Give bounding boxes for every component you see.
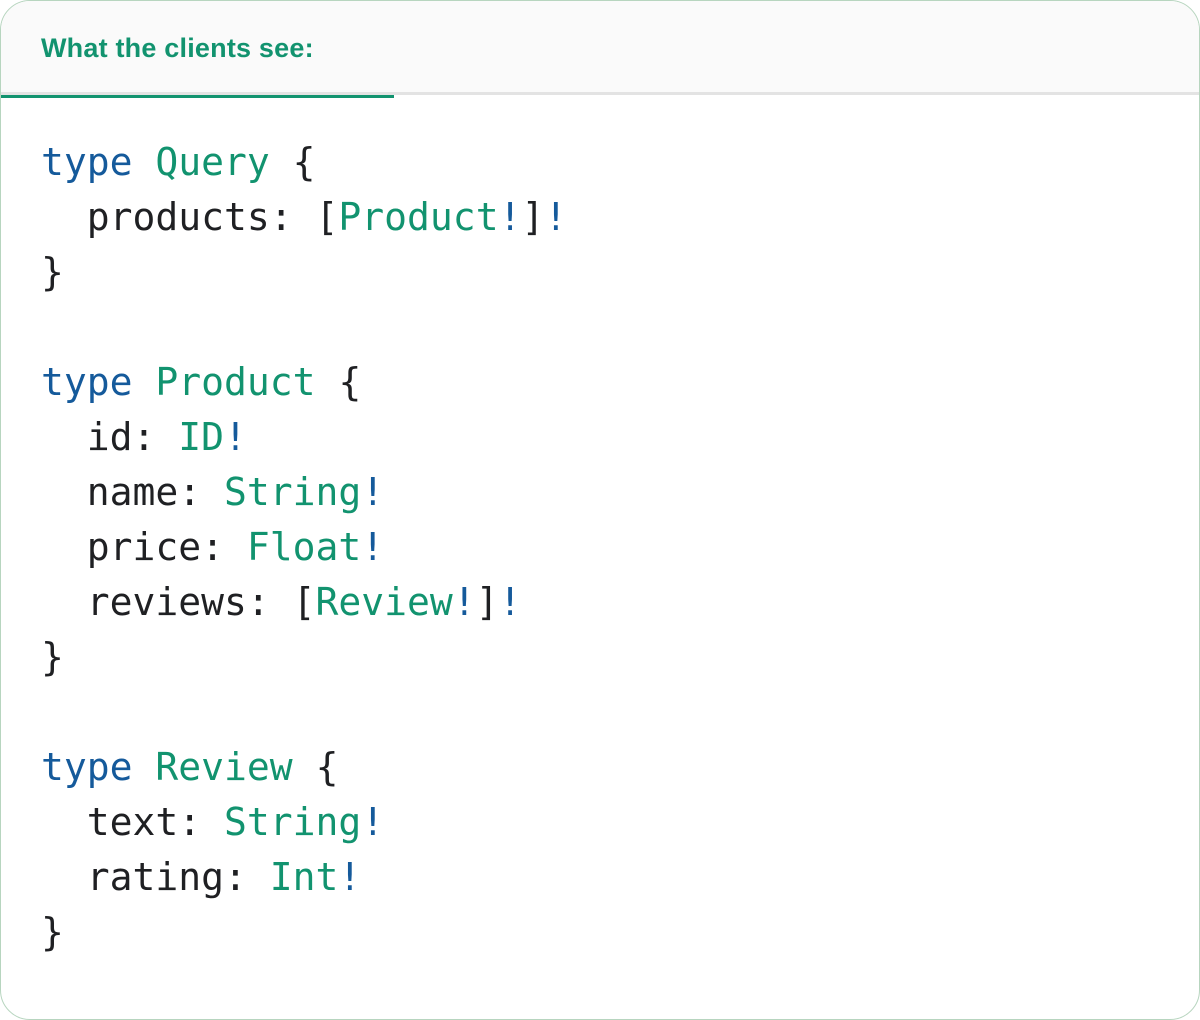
code-line: products: [Product!]! xyxy=(41,190,1169,245)
code-token: Query xyxy=(155,140,270,184)
code-token xyxy=(133,745,156,789)
tab-bar: What the clients see: xyxy=(1,1,1199,98)
code-token: ! xyxy=(224,415,247,459)
code-line: type Product { xyxy=(41,355,1169,410)
code-token: text: xyxy=(41,800,225,844)
code-line: name: String! xyxy=(41,465,1169,520)
code-line xyxy=(41,300,1169,355)
code-token: ! xyxy=(361,470,385,514)
code-line: } xyxy=(41,630,1169,685)
code-token: ] xyxy=(475,580,499,624)
code-token: rating: xyxy=(41,855,270,899)
tab-label: What the clients see: xyxy=(41,32,314,63)
code-token: reviews: [ xyxy=(41,580,316,624)
code-line: price: Float! xyxy=(41,520,1169,575)
code-token: name: xyxy=(41,470,225,514)
code-token: String xyxy=(224,800,362,844)
code-token: Product xyxy=(155,360,316,404)
code-token xyxy=(133,360,156,404)
code-token: products: [ xyxy=(41,195,339,239)
code-token: ] xyxy=(521,195,545,239)
code-token: { xyxy=(315,360,362,404)
code-token: ID xyxy=(178,415,225,459)
code-line: } xyxy=(41,245,1169,300)
code-token: ! xyxy=(498,195,522,239)
code-token: ! xyxy=(338,855,362,899)
code-line: id: ID! xyxy=(41,410,1169,465)
code-token: price: xyxy=(41,525,247,569)
code-token: Product xyxy=(338,195,499,239)
code-token xyxy=(133,140,156,184)
tab-what-clients-see[interactable]: What the clients see: xyxy=(1,1,394,98)
code-token: type xyxy=(41,360,133,404)
code-token: } xyxy=(41,910,64,954)
code-token: Review xyxy=(155,745,293,789)
code-token: { xyxy=(269,140,316,184)
code-token: ! xyxy=(452,580,476,624)
code-token: } xyxy=(41,250,64,294)
code-token: Review xyxy=(315,580,453,624)
code-block: type Query { products: [Product!]!} type… xyxy=(1,95,1199,960)
code-line: text: String! xyxy=(41,795,1169,850)
code-token: ! xyxy=(498,580,522,624)
code-token: } xyxy=(41,635,64,679)
code-token: type xyxy=(41,140,133,184)
code-token: id: xyxy=(41,415,179,459)
code-token: Int xyxy=(269,855,339,899)
code-token: ! xyxy=(544,195,568,239)
code-line: type Review { xyxy=(41,740,1169,795)
code-line: } xyxy=(41,905,1169,960)
code-line xyxy=(41,685,1169,740)
code-token: Float xyxy=(246,525,362,569)
code-line: type Query { xyxy=(41,135,1169,190)
code-token: ! xyxy=(361,800,385,844)
code-line: reviews: [Review!]! xyxy=(41,575,1169,630)
code-token: type xyxy=(41,745,133,789)
code-line: rating: Int! xyxy=(41,850,1169,905)
code-token: { xyxy=(292,745,339,789)
code-token: ! xyxy=(361,525,385,569)
code-token: String xyxy=(224,470,362,514)
